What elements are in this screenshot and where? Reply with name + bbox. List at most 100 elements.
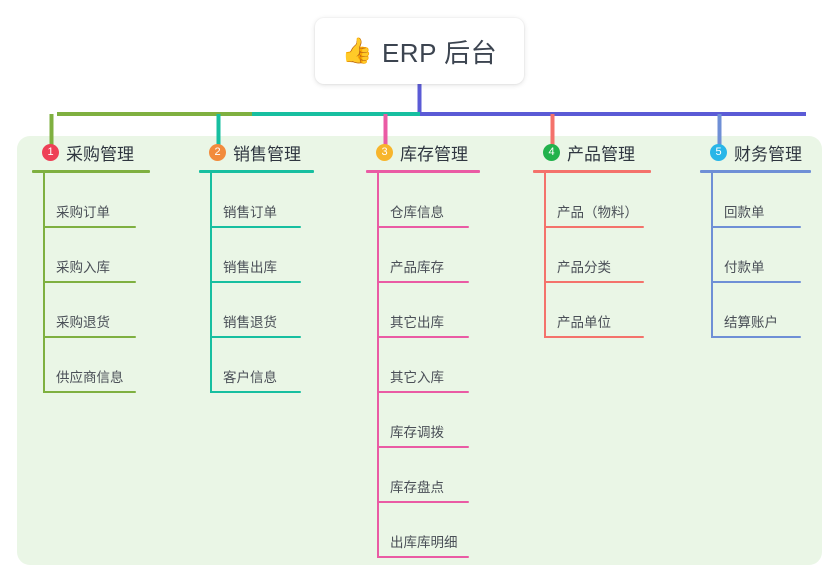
leaf-rule — [377, 336, 469, 338]
leaf-label: 产品单位 — [557, 315, 611, 330]
leaf-item[interactable]: 采购入库 — [32, 228, 152, 283]
branch-header-1[interactable]: 1 采购管理 — [32, 136, 152, 168]
leaf-label: 销售出库 — [223, 260, 277, 275]
leaf-label: 结算账户 — [724, 315, 778, 330]
leaf-item[interactable]: 客户信息 — [199, 338, 319, 393]
leaf-rule — [711, 336, 801, 338]
leaf-rule — [210, 391, 301, 393]
leaf-list-4: 产品（物料） 产品分类产品单位 — [533, 173, 663, 338]
leaf-label: 销售退货 — [223, 315, 277, 330]
branch-rule-4 — [533, 170, 651, 173]
branch-badge-4: 4 — [543, 143, 560, 161]
branch-header-4[interactable]: 4 产品管理 — [533, 136, 663, 168]
leaf-spine-5 — [711, 173, 713, 338]
leaf-item[interactable]: 回款单 — [700, 173, 820, 228]
leaf-item[interactable]: 产品库存 — [366, 228, 486, 283]
leaf-label: 采购入库 — [56, 260, 110, 275]
branch-columns: 1 采购管理采购订单采购入库采购退货供应商信息 2 销售管理销售订单销售出库销售退货客… — [0, 136, 839, 565]
leaf-item[interactable]: 库存调拨 — [366, 393, 486, 448]
leaf-label: 库存调拨 — [390, 425, 444, 440]
leaf-rule — [711, 281, 801, 283]
leaf-label: 销售订单 — [223, 205, 277, 220]
leaf-label: 产品库存 — [390, 260, 444, 275]
branch-badge-2: 2 — [209, 143, 226, 161]
root-title: ERP 后台 — [381, 37, 498, 68]
leaf-label: 产品分类 — [557, 260, 611, 275]
leaf-spine-1 — [43, 173, 45, 393]
leaf-rule — [544, 281, 644, 283]
branch-header-5[interactable]: 5 财务管理 — [700, 136, 820, 168]
leaf-label: 其它入库 — [390, 370, 444, 385]
leaf-label: 采购订单 — [56, 205, 110, 220]
root-node[interactable]: 👍 ERP 后台 — [315, 18, 524, 84]
leaf-item[interactable]: 销售退货 — [199, 283, 319, 338]
branch-rule-5 — [700, 170, 811, 173]
leaf-rule — [43, 281, 136, 283]
leaf-list-2: 销售订单销售出库销售退货客户信息 — [199, 173, 319, 393]
leaf-rule — [210, 281, 301, 283]
branch-column-2: 2 销售管理销售订单销售出库销售退货客户信息 — [199, 136, 319, 393]
leaf-item[interactable]: 产品（物料） — [533, 173, 663, 228]
branch-column-1: 1 采购管理采购订单采购入库采购退货供应商信息 — [32, 136, 152, 393]
leaf-item[interactable]: 结算账户 — [700, 283, 820, 338]
leaf-rule — [377, 281, 469, 283]
leaf-item[interactable]: 产品分类 — [533, 228, 663, 283]
branch-title-1: 采购管理 — [66, 144, 134, 164]
leaf-label: 出库库明细 — [390, 535, 458, 550]
branch-title-5: 财务管理 — [734, 144, 802, 164]
branch-column-4: 4 产品管理产品（物料） 产品分类产品单位 — [533, 136, 663, 338]
leaf-label: 库存盘点 — [390, 480, 444, 495]
leaf-item[interactable]: 采购订单 — [32, 173, 152, 228]
leaf-list-1: 采购订单采购入库采购退货供应商信息 — [32, 173, 152, 393]
leaf-item[interactable]: 出库库明细 — [366, 503, 486, 558]
leaf-rule — [377, 446, 469, 448]
leaf-label: 仓库信息 — [390, 205, 444, 220]
leaf-item[interactable]: 付款单 — [700, 228, 820, 283]
leaf-spine-4 — [544, 173, 546, 338]
leaf-spine-3 — [377, 173, 379, 558]
leaf-rule — [210, 226, 301, 228]
leaf-item[interactable]: 采购退货 — [32, 283, 152, 338]
leaf-label: 产品（物料） — [557, 205, 638, 220]
branch-title-4: 产品管理 — [567, 144, 635, 164]
leaf-item[interactable]: 库存盘点 — [366, 448, 486, 503]
leaf-rule — [377, 556, 469, 558]
leaf-rule — [711, 226, 801, 228]
branch-header-2[interactable]: 2 销售管理 — [199, 136, 319, 168]
leaf-item[interactable]: 销售订单 — [199, 173, 319, 228]
branch-rule-3 — [366, 170, 480, 173]
branch-badge-5: 5 — [710, 143, 727, 161]
leaf-item[interactable]: 供应商信息 — [32, 338, 152, 393]
diagram-panel — [17, 136, 822, 565]
leaf-list-3: 仓库信息产品库存其它出库其它入库库存调拨库存盘点出库库明细 — [366, 173, 486, 558]
leaf-label: 客户信息 — [223, 370, 277, 385]
leaf-rule — [43, 391, 136, 393]
branch-title-2: 销售管理 — [233, 144, 301, 164]
leaf-rule — [377, 391, 469, 393]
branch-badge-1: 1 — [42, 143, 59, 161]
leaf-rule — [544, 336, 644, 338]
leaf-spine-2 — [210, 173, 212, 393]
leaf-item[interactable]: 其它出库 — [366, 283, 486, 338]
branch-badge-3: 3 — [376, 143, 393, 161]
leaf-rule — [43, 226, 136, 228]
leaf-label: 付款单 — [724, 260, 765, 275]
leaf-list-5: 回款单付款单结算账户 — [700, 173, 820, 338]
leaf-rule — [377, 501, 469, 503]
leaf-item[interactable]: 其它入库 — [366, 338, 486, 393]
leaf-item[interactable]: 产品单位 — [533, 283, 663, 338]
leaf-item[interactable]: 仓库信息 — [366, 173, 486, 228]
leaf-label: 其它出库 — [390, 315, 444, 330]
branch-rule-1 — [32, 170, 150, 173]
leaf-rule — [377, 226, 469, 228]
leaf-item[interactable]: 销售出库 — [199, 228, 319, 283]
leaf-rule — [544, 226, 644, 228]
leaf-label: 供应商信息 — [56, 370, 124, 385]
branch-column-5: 5 财务管理回款单付款单结算账户 — [700, 136, 820, 338]
thumbs-up-icon: 👍 — [341, 36, 373, 65]
leaf-rule — [210, 336, 301, 338]
branch-rule-2 — [199, 170, 314, 173]
